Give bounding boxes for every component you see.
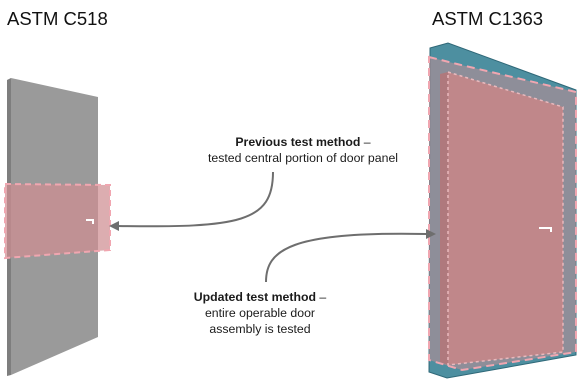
left-door-handle: [86, 219, 94, 224]
left-door-group: [4, 78, 111, 376]
callout-updated-dash: –: [316, 290, 327, 304]
callout-updated-line3: assembly is tested: [209, 322, 311, 336]
callout-updated-line1: Updated test method –: [150, 289, 370, 305]
callout-previous-dash: –: [360, 135, 371, 149]
callout-updated-lead: Updated test method: [193, 290, 317, 304]
callout-previous-method: Previous test method – tested central po…: [153, 134, 453, 166]
updated-arrow-line: [265, 232, 428, 283]
previous-arrow-line: [116, 171, 274, 228]
left-test-area: [4, 182, 111, 260]
right-door-inner-outline: [447, 70, 564, 366]
title-astm-c1363: ASTM C1363: [432, 8, 544, 29]
previous-arrowhead: [109, 221, 119, 231]
callout-previous-line2: tested central portion of door panel: [207, 151, 399, 165]
right-frame-outline: [428, 42, 577, 379]
right-door-group: [428, 42, 577, 379]
right-test-area: [428, 55, 577, 372]
title-astm-c518: ASTM C518: [7, 8, 108, 29]
connectors: [109, 171, 436, 283]
right-door-handle: [539, 227, 552, 232]
callout-previous-lead: Previous test method: [235, 135, 361, 149]
updated-arrowhead: [426, 229, 436, 239]
callout-previous-line1: Previous test method –: [153, 134, 453, 150]
callout-updated-line2: entire operable door: [204, 306, 316, 320]
callout-updated-method: Updated test method – entire operable do…: [150, 289, 370, 337]
